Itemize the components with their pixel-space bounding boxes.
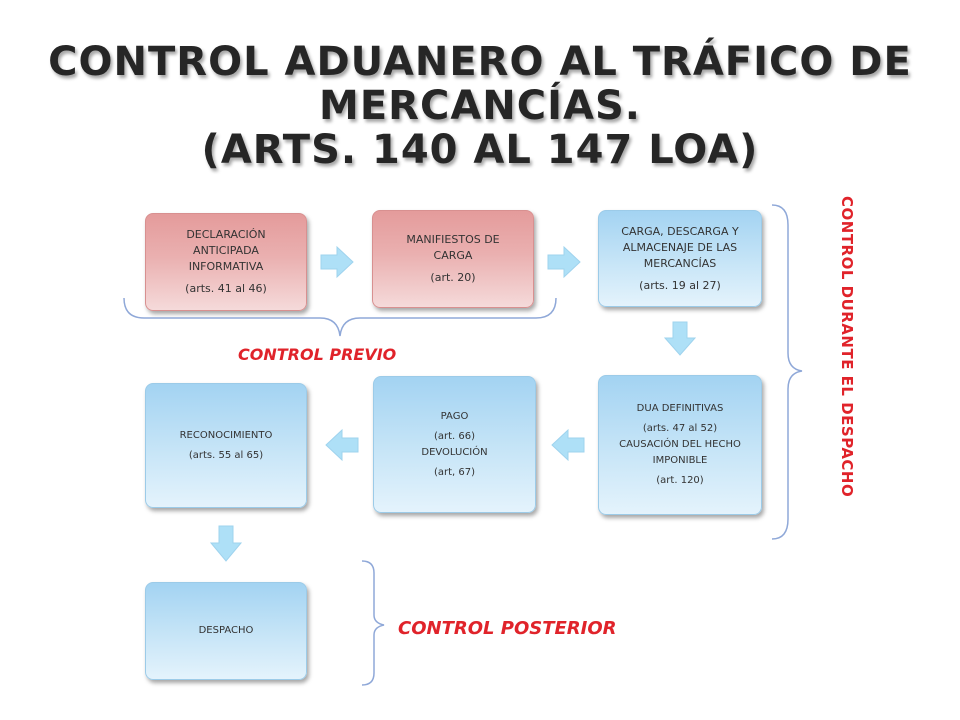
arrow-left-icon [325,428,359,462]
box-text: IMPONIBLE [652,455,708,466]
box-manifiestos-de-carga: MANIFIESTOS DE CARGA (art. 20) [372,210,534,308]
box-reconocimiento: RECONOCIMIENTO (arts. 55 al 65) [145,383,307,508]
box-text: (art. 20) [430,271,476,284]
brace-control-previo [123,297,557,337]
box-text: (art, 67) [433,466,476,478]
label-control-durante-el-despacho: CONTROL DURANTE EL DESPACHO [838,196,856,498]
box-text: (arts. 55 al 65) [188,449,264,461]
box-pago-devolucion: PAGO (art. 66) DEVOLUCIÓN (art, 67) [373,376,536,513]
box-text: CARGA, DESCARGA Y [621,224,739,238]
box-text: ANTICIPADA [193,244,259,257]
box-despacho: DESPACHO [145,582,307,680]
box-text: CAUSACIÓN DEL HECHO [619,439,741,450]
box-declaracion-anticipada: DECLARACIÓN ANTICIPADA INFORMATIVA (arts… [145,213,307,311]
arrow-right-icon [320,245,354,279]
box-text: (art. 66) [433,430,476,442]
box-carga-descarga: CARGA, DESCARGA Y ALMACENAJE DE LAS MERC… [598,210,762,307]
box-dua-definitivas: DUA DEFINITIVAS (arts. 47 al 52) CAUSACI… [598,375,762,515]
title-line-3: (ARTS. 140 AL 147 LOA) [201,127,759,173]
box-text: (arts. 19 al 27) [639,278,721,292]
label-control-previo: CONTROL PREVIO [238,345,397,364]
box-text: MERCANCÍAS [643,256,717,270]
title-line-2: MERCANCÍAS. [319,83,641,129]
arrow-left-icon [551,428,585,462]
label-control-posterior: CONTROL POSTERIOR [398,618,617,639]
page-title: CONTROL ADUANERO AL TRÁFICO DE MERCANCÍA… [0,40,960,172]
box-text: DECLARACIÓN [186,228,266,241]
arrow-down-icon [209,525,243,562]
box-text: (arts. 41 al 46) [185,282,267,295]
box-text: CARGA [433,249,473,262]
arrow-right-icon [547,245,581,279]
box-text: PAGO [440,410,469,422]
box-text: MANIFIESTOS DE [406,233,500,246]
box-text: DEVOLUCIÓN [421,446,488,458]
title-line-1: CONTROL ADUANERO AL TRÁFICO DE [48,39,912,85]
box-text: DESPACHO [198,625,254,636]
box-text: INFORMATIVA [188,260,264,273]
box-text: (art. 120) [656,475,704,486]
box-text: DUA DEFINITIVAS [636,403,724,414]
brace-control-durante [771,204,803,540]
brace-control-posterior [361,560,385,686]
arrow-down-icon [663,321,697,356]
box-text: (arts. 47 al 52) [642,423,718,434]
box-text: ALMACENAJE DE LAS [622,240,738,254]
box-text: RECONOCIMIENTO [179,429,273,441]
